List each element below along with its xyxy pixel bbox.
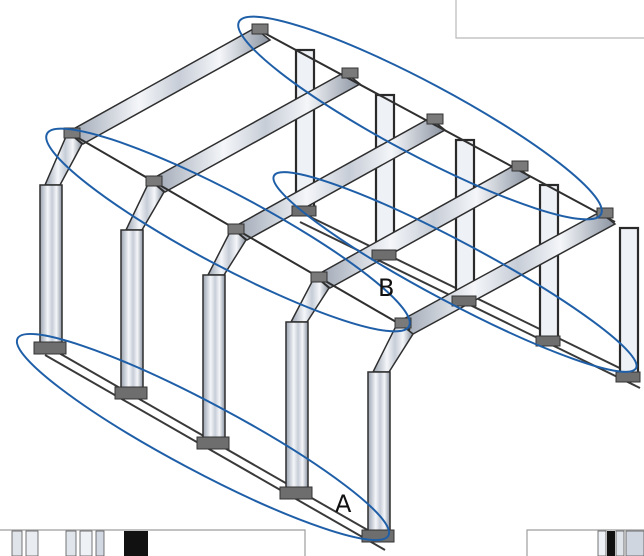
ellipse-left-ridge xyxy=(45,127,411,333)
ellipse-middle-right xyxy=(272,171,638,373)
label-b: B xyxy=(378,274,395,302)
inset-box-top-right xyxy=(455,0,644,39)
back-posts xyxy=(294,48,640,380)
joint-caps xyxy=(63,23,614,329)
front-portal-frames xyxy=(39,130,414,535)
ellipse-bottom-front xyxy=(15,332,391,542)
inset-box-bottom-left xyxy=(0,529,306,556)
ellipse-top-ridge xyxy=(237,15,603,221)
label-a: A xyxy=(335,490,352,518)
inset-box-bottom-right xyxy=(526,529,644,556)
